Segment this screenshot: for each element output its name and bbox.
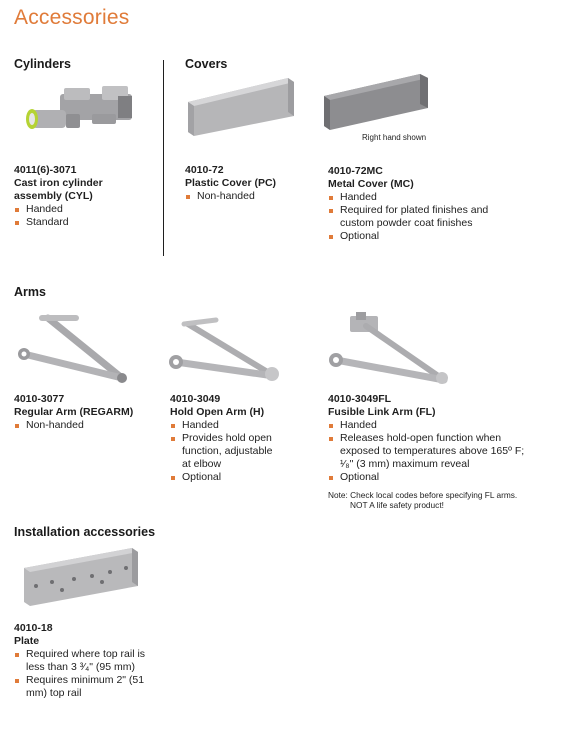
note-warning: NOT A life safety product! [350,500,444,510]
bullet-item: Optional [170,471,282,484]
bullet-item: Non-handed [185,190,315,203]
bullet-item: Handed [14,203,154,216]
bullet-item: Required where top rail is less than 3 ³… [14,648,154,674]
bullet-list: Handed Provides hold open function, adju… [170,419,282,484]
item-name: Regular Arm (REGARM) [14,406,134,418]
note-text: Note: Check local codes before specifyin… [328,490,518,500]
bullet-item: Optional [328,471,528,484]
bullet-item: Provides hold open function, adjustable … [170,432,282,471]
bullet-list: Handed Required for plated finishes and … [328,191,498,243]
bullet-item: Required for plated finishes and custom … [328,204,498,230]
image-caption: Right hand shown [362,133,427,142]
bullet-item: Requires minimum 2" (51 mm) top rail [14,674,154,700]
bullet-item: Handed [328,419,528,432]
bullet-list: Handed Releases hold-open function when … [328,419,528,484]
section-title-covers: Covers [185,57,228,71]
item-code: 4010-18 [14,622,53,634]
item-name: Cast iron cylinder assembly (CYL) [14,177,103,202]
hold-open-arm-image [169,317,279,381]
metal-cover-image [324,74,428,130]
item-name: Metal Cover (MC) [328,178,414,190]
regular-arm-image [18,314,127,383]
plastic-cover-image [188,78,294,136]
bullet-list: Non-handed [14,419,154,432]
bullet-item: Optional [328,230,498,243]
bullet-item: Standard [14,216,154,229]
column-divider [163,60,164,256]
bullet-item: Non-handed [14,419,154,432]
item-code: 4010-3049FL [328,393,392,405]
bullet-list: Required where top rail is less than 3 ³… [14,648,154,700]
item-code: 4010-3077 [14,393,65,405]
item-name: Plate [14,635,40,647]
section-title-installation: Installation accessories [14,525,156,539]
section-title-arms: Arms [14,285,46,299]
item-name: Plastic Cover (PC) [185,177,277,189]
item-code: 4010-72 [185,164,224,176]
bullet-item: Handed [328,191,498,204]
bullet-item: Handed [170,419,282,432]
bullet-list: Handed Standard [14,203,154,229]
cylinder-assembly-image [26,86,132,129]
bullet-list: Non-handed [185,190,315,203]
bullet-item: Releases hold-open function when exposed… [328,432,528,471]
item-name: Fusible Link Arm (FL) [328,406,436,418]
fusible-link-arm-image [329,312,448,384]
mounting-plate-image [24,548,138,606]
page-title: Accessories [14,6,130,29]
section-title-cylinders: Cylinders [14,57,71,71]
item-code: 4011(6)-3071 [14,164,77,176]
item-name: Hold Open Arm (H) [170,406,265,418]
item-code: 4010-3049 [170,393,221,405]
item-code: 4010-72MC [328,165,383,177]
